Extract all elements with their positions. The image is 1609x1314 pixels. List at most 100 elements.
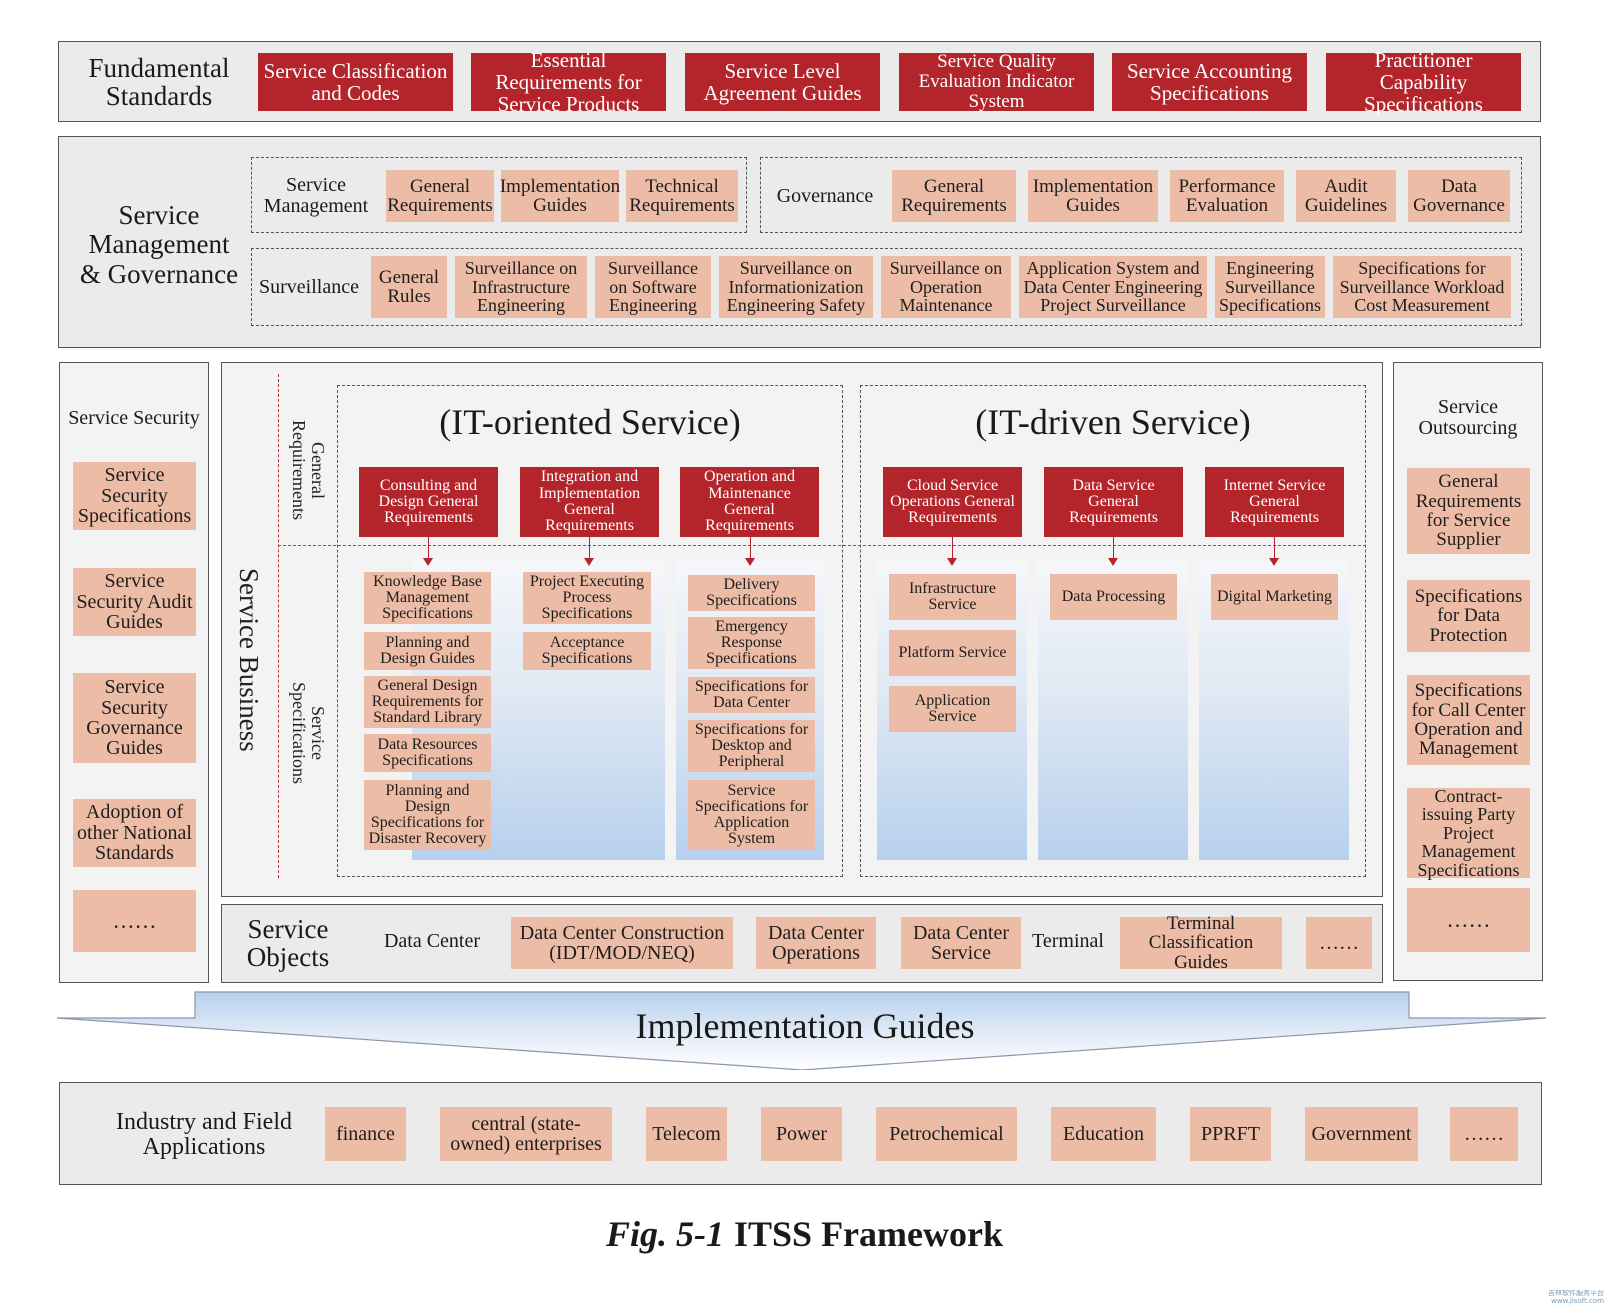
terminal-label: Terminal	[1032, 929, 1104, 952]
figure-caption: Fig. 5-1 ITSS Framework	[400, 1210, 1209, 1260]
terminal-item: Terminal Classification Guides	[1120, 914, 1282, 972]
industry-item: Petrochemical	[876, 1107, 1017, 1161]
security-item: ……	[73, 890, 196, 952]
it-oriented-spec: Planning and Design Specifications for D…	[364, 780, 491, 850]
it-oriented-spec: Acceptance Specifications	[523, 632, 651, 670]
management-item: Implementation Guides	[500, 170, 620, 222]
outsourcing-item: Specifications for Call Center Operation…	[1407, 675, 1530, 765]
it-oriented-header: Consulting and Design General Requiremen…	[359, 467, 498, 537]
service-management-dashed-group	[251, 157, 747, 233]
it-driven-header: Internet Service General Requirements	[1205, 467, 1344, 537]
it-driven-header: Data Service General Requirements	[1044, 467, 1183, 537]
governance-item: Audit Guidelines	[1296, 170, 1396, 222]
outsourcing-item: Contract-issuing Party Project Managemen…	[1407, 787, 1530, 879]
fundamental-item: Essential Requirements for Service Produ…	[471, 49, 666, 115]
governance-item: Data Governance	[1408, 170, 1510, 222]
it-oriented-spec: Specifications for Desktop and Periphera…	[688, 720, 815, 772]
service-objects-title: Service Objects	[246, 913, 330, 972]
service-specifications-label: Service Specifications	[289, 682, 328, 784]
business-left-red-dashed-line	[278, 374, 279, 878]
industry-item: finance	[325, 1107, 406, 1161]
industry-item: Power	[761, 1107, 842, 1161]
it-driven-spec: Platform Service	[889, 630, 1016, 676]
it-oriented-dashed-group	[337, 385, 843, 877]
outsourcing-item: General Requirements for Service Supplie…	[1407, 468, 1530, 554]
surveillance-item: General Rules	[371, 256, 447, 318]
arrow-down-icon	[1108, 558, 1118, 566]
fundamental-item: Service Classification and Codes	[258, 53, 453, 111]
industry-item: Telecom	[646, 1107, 727, 1161]
it-driven-title: (IT-driven Service)	[975, 402, 1251, 443]
fundamental-item: Service Quality Evaluation Indicator Sys…	[899, 52, 1094, 111]
watermark-logo: 吉林软件服务平台 www.jlsoft.com	[1548, 1290, 1604, 1305]
fundamental-item: Practitioner Capability Specifications	[1326, 49, 1521, 115]
it-oriented-spec: Data Resources Specifications	[364, 734, 491, 772]
industry-applications-title: Industry and Field Applications	[116, 1108, 292, 1160]
it-oriented-spec: General Design Requirements for Standard…	[364, 676, 491, 728]
data-center-item: Data Center Operations	[756, 917, 876, 969]
smg-title: Service Management & Governance	[79, 200, 239, 289]
it-oriented-spec: Service Specifications for Application S…	[688, 780, 815, 850]
surveillance-item: Application System and Data Center Engin…	[1019, 256, 1207, 318]
governance-item: Performance Evaluation	[1170, 170, 1284, 222]
outsourcing-item: Specifications for Data Protection	[1407, 580, 1530, 652]
governance-label: Governance	[776, 184, 874, 207]
industry-item: central (state-owned) enterprises	[440, 1107, 612, 1161]
it-oriented-spec: Delivery Specifications	[688, 575, 815, 611]
implementation-guides-title: Implementation Guides	[635, 1006, 975, 1047]
fundamental-item: Service Level Agreement Guides	[685, 53, 880, 111]
security-item: Adoption of other National Standards	[73, 799, 196, 867]
it-oriented-spec: Specifications for Data Center	[688, 677, 815, 713]
it-driven-spec: Infrastructure Service	[889, 574, 1016, 620]
industry-item: PPRFT	[1190, 1107, 1271, 1161]
implementation-guides-arrow	[56, 991, 1547, 1070]
fundamental-standards-title: Fundamental Standards	[88, 52, 230, 111]
security-item: Service Security Specifications	[73, 462, 196, 530]
it-oriented-header: Operation and Maintenance General Requir…	[680, 467, 819, 537]
arrow-down-icon	[1269, 558, 1279, 566]
management-item: General Requirements	[386, 170, 494, 222]
it-oriented-header: Integration and Implementation General R…	[520, 467, 659, 537]
industry-item: Education	[1051, 1107, 1156, 1161]
security-item: Service Security Audit Guides	[73, 568, 196, 636]
surveillance-label: Surveillance	[259, 275, 359, 298]
fundamental-item: Service Accounting Specifications	[1112, 53, 1307, 111]
arrow-down-icon	[947, 558, 957, 566]
governance-item: Implementation Guides	[1028, 170, 1158, 222]
terminal-item: ……	[1306, 917, 1372, 969]
surveillance-item: Surveillance on Operation Maintenance	[881, 256, 1011, 318]
governance-dashed-group	[760, 157, 1522, 233]
security-item: Service Security Governance Guides	[73, 673, 196, 763]
general-spec-red-dashed-divider	[278, 545, 1366, 546]
arrow-line	[750, 537, 751, 559]
industry-item: ……	[1450, 1107, 1518, 1161]
outsourcing-item: ……	[1407, 888, 1530, 952]
it-driven-spec: Digital Marketing	[1211, 574, 1338, 620]
arrow-line	[1113, 537, 1114, 559]
arrow-line	[1274, 537, 1275, 559]
figure-title: ITSS Framework	[734, 1214, 1003, 1255]
surveillance-dashed-group	[251, 248, 1522, 326]
service-business-title: Service Business	[234, 568, 265, 752]
it-oriented-spec: Knowledge Base Management Specifications	[364, 572, 491, 624]
arrow-down-icon	[745, 558, 755, 566]
service-management-label: Service Management	[263, 174, 369, 217]
arrow-line	[952, 537, 953, 559]
general-requirements-label: General Requirements	[289, 420, 328, 520]
management-item: Technical Requirements	[626, 170, 738, 222]
it-driven-spec: Application Service	[889, 686, 1016, 732]
surveillance-item: Surveillance on Informationization Engin…	[719, 256, 873, 318]
arrow-line	[589, 537, 590, 559]
surveillance-item: Specifications for Surveillance Workload…	[1333, 256, 1511, 318]
it-driven-dashed-group	[860, 385, 1366, 877]
it-oriented-spec: Emergency Response Specifications	[688, 617, 815, 669]
arrow-line	[428, 537, 429, 559]
data-center-label: Data Center	[383, 929, 481, 952]
arrow-down-icon	[584, 558, 594, 566]
governance-item: General Requirements	[892, 170, 1016, 222]
arrow-down-icon	[423, 558, 433, 566]
it-oriented-title: (IT-oriented Service)	[439, 402, 741, 443]
it-driven-spec: Data Processing	[1050, 574, 1177, 620]
it-oriented-spec: Planning and Design Guides	[364, 632, 491, 670]
surveillance-item: Surveillance on Software Engineering	[595, 256, 711, 318]
